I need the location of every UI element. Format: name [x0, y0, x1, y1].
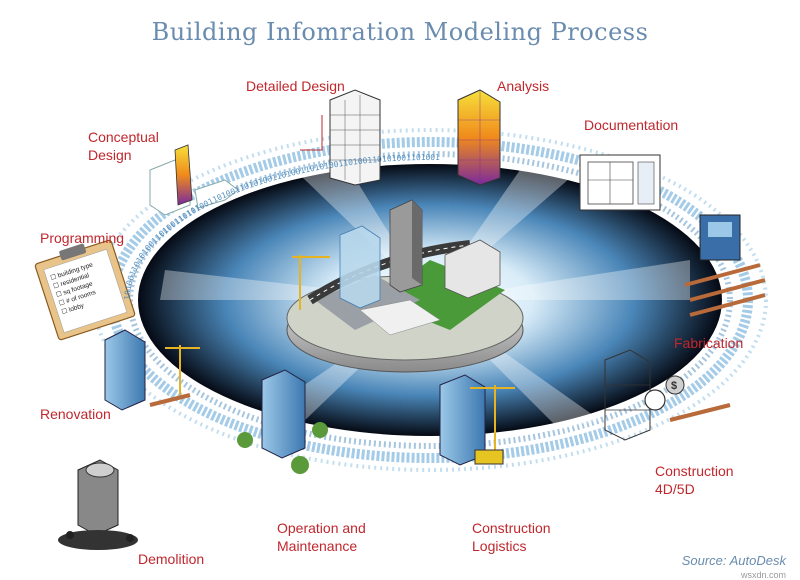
detailed-design-tower — [300, 89, 381, 186]
stage-label-construction-logistics: Construction Logistics — [472, 520, 551, 554]
demolition-model — [58, 459, 138, 550]
stage-label-conceptual-design: Conceptual Design — [88, 129, 159, 163]
stage-label-renovation: Renovation — [40, 406, 111, 422]
svg-text:$: $ — [671, 380, 677, 392]
stage-label-fabrication: Fabrication — [674, 335, 744, 351]
analysis-tower — [457, 89, 501, 186]
fabrication-equipment — [684, 214, 766, 317]
renovation-model — [104, 329, 200, 411]
page-title: Building Infomration Modeling Process — [151, 18, 649, 46]
operation-maintenance-model — [237, 369, 328, 474]
stage-label-documentation: Documentation — [584, 117, 679, 133]
stage-label-detailed-design: Detailed Design — [246, 78, 345, 94]
stage-label-programming: Programming — [40, 230, 125, 246]
source-credit: Source: AutoDesk — [681, 553, 786, 568]
stage-label-demolition: Demolition — [138, 551, 205, 567]
conceptual-design-model — [149, 144, 239, 216]
construction-logistics-model — [439, 374, 515, 466]
documentation-drawing — [579, 154, 661, 211]
programming-clipboard: ☐ building type☐ residential☐ sq footage… — [34, 239, 136, 341]
construction-4d5d-model: $ — [604, 349, 731, 441]
stage-label-construction-4d5d: Construction 4D/5D — [655, 463, 734, 497]
stage-label-analysis: Analysis — [497, 78, 550, 94]
svg-text:☐ building type☐ residential☐: ☐ building type☐ residential☐ sq footage… — [49, 260, 105, 316]
central-city-model — [286, 199, 524, 373]
stage-label-operation-maintenance: Operation and Maintenance — [277, 520, 366, 554]
watermark: wsxdn.com — [740, 570, 786, 580]
